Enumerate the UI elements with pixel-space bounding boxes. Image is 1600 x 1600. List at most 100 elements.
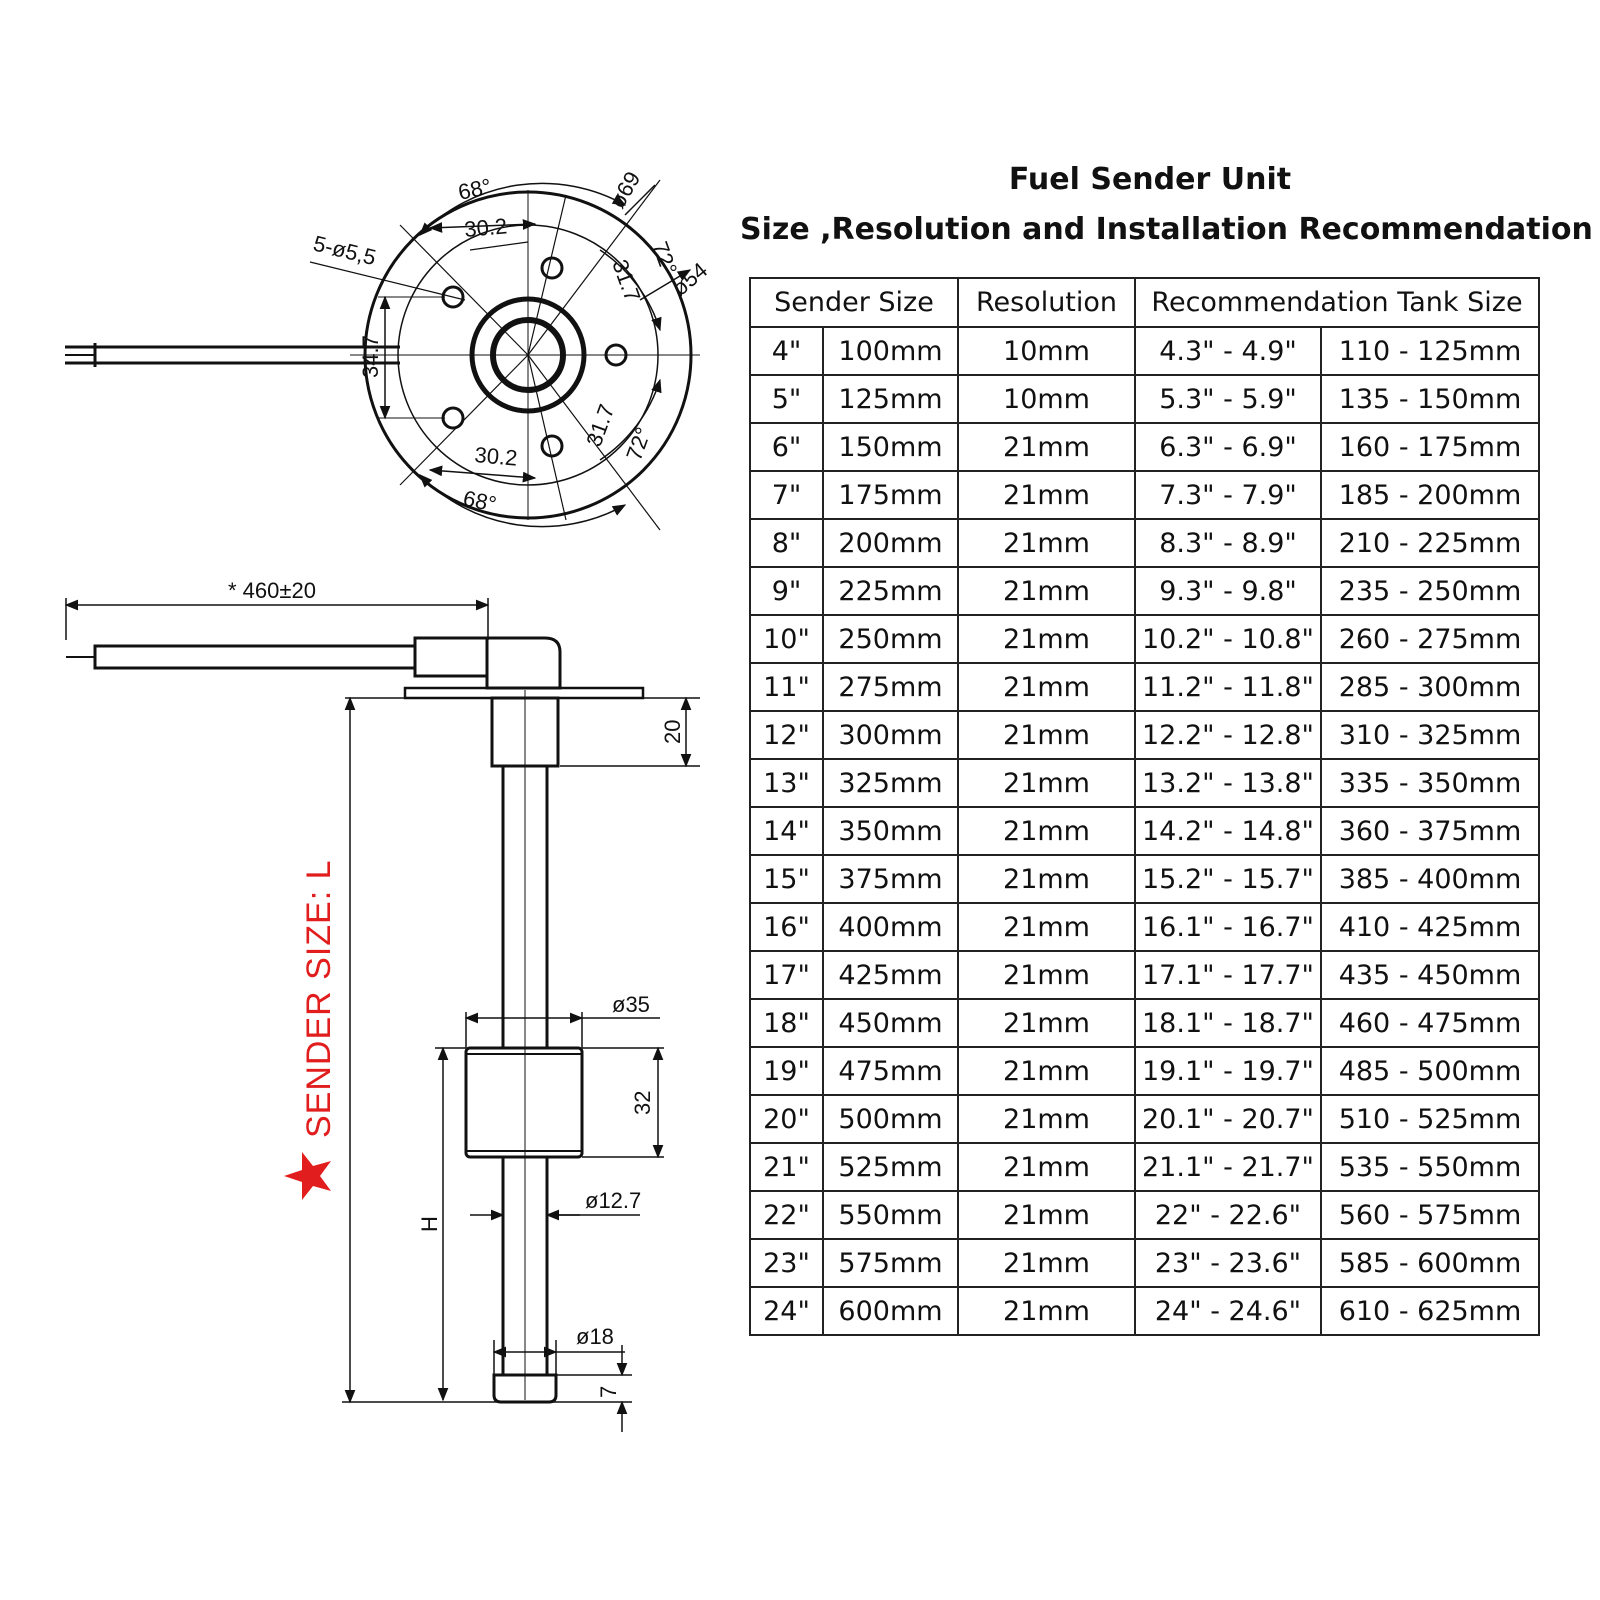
table-cell-inch: 5" (749, 374, 824, 424)
table-cell-tank-mm: 360 - 375mm (1320, 806, 1540, 856)
sender-side-view (64, 598, 700, 1432)
table-cell-tank-mm: 385 - 400mm (1320, 854, 1540, 904)
flange-dim-31-7-bottom: 31.7 (581, 401, 619, 450)
table-cell-tank-mm: 335 - 350mm (1320, 758, 1540, 808)
table-cell-tank-mm: 510 - 525mm (1320, 1094, 1540, 1144)
table-cell-inch: 13" (749, 758, 824, 808)
table-cell-inch: 22" (749, 1190, 824, 1240)
table-cell-resolution: 21mm (957, 710, 1136, 760)
table-cell-mm: 575mm (822, 1238, 959, 1288)
table-cell-tank-mm: 210 - 225mm (1320, 518, 1540, 568)
flange-dim-31-7-top: 31.7 (607, 256, 645, 305)
table-cell-mm: 400mm (822, 902, 959, 952)
table-cell-inch: 11" (749, 662, 824, 712)
table-cell-tank-in: 11.2" - 11.8" (1134, 662, 1322, 712)
table-cell-tank-in: 12.2" - 12.8" (1134, 710, 1322, 760)
table-cell-mm: 425mm (822, 950, 959, 1000)
flange-dia-outer: ø69 (605, 167, 646, 212)
table-cell-resolution: 21mm (957, 518, 1136, 568)
table-cell-resolution: 21mm (957, 998, 1136, 1048)
sender-spec-table: Sender Size Resolution Recommendation Ta… (749, 277, 1540, 1336)
flange-angle-bottom: 68° (461, 485, 499, 516)
table-cell-tank-in: 10.2" - 10.8" (1134, 614, 1322, 664)
header-tank-size: Recommendation Tank Size (1134, 277, 1540, 328)
flange-dim-34-7: 34.7 (358, 335, 383, 378)
table-cell-mm: 450mm (822, 998, 959, 1048)
table-cell-tank-mm: 535 - 550mm (1320, 1142, 1540, 1192)
table-cell-inch: 20" (749, 1094, 824, 1144)
page-title: Fuel Sender Unit (1008, 162, 1292, 197)
stop-height-label: 7 (596, 1386, 621, 1398)
table-cell-inch: 15" (749, 854, 824, 904)
table-cell-tank-mm: 560 - 575mm (1320, 1190, 1540, 1240)
sender-technical-drawing: 68° 68° ø69 ø54 5-ø5,5 30.2 30.2 31.7 31… (64, 167, 712, 1432)
table-cell-tank-mm: 160 - 175mm (1320, 422, 1540, 472)
table-cell-tank-in: 19.1" - 19.7" (1134, 1046, 1322, 1096)
table-cell-resolution: 21mm (957, 1286, 1136, 1336)
star-icon (284, 1152, 331, 1200)
float-height-label: 32 (630, 1091, 655, 1115)
table-cell-tank-mm: 110 - 125mm (1320, 326, 1540, 376)
cable-length-label: * 460±20 (228, 578, 316, 603)
table-cell-inch: 14" (749, 806, 824, 856)
head-height-label: 20 (660, 720, 685, 744)
table-cell-resolution: 21mm (957, 1142, 1136, 1192)
table-cell-mm: 200mm (822, 518, 959, 568)
table-cell-inch: 18" (749, 998, 824, 1048)
table-cell-mm: 250mm (822, 614, 959, 664)
flange-cable (65, 343, 400, 367)
sender-size-label: SENDER SIZE: L (300, 859, 338, 1138)
table-header-row: Sender Size Resolution Recommendation Ta… (749, 277, 1540, 328)
table-cell-mm: 525mm (822, 1142, 959, 1192)
table-cell-inch: 9" (749, 566, 824, 616)
side-dimension-labels: * 460±20 20 ø35 32 ø12.7 H ø18 7 (228, 578, 685, 1398)
table-cell-mm: 150mm (822, 422, 959, 472)
table-cell-resolution: 21mm (957, 806, 1136, 856)
flange-dimension-labels: 68° 68° ø69 ø54 5-ø5,5 30.2 30.2 31.7 31… (311, 167, 712, 517)
header-sender-size: Sender Size (749, 277, 959, 328)
table-cell-tank-in: 14.2" - 14.8" (1134, 806, 1322, 856)
table-cell-mm: 500mm (822, 1094, 959, 1144)
table-cell-inch: 8" (749, 518, 824, 568)
table-cell-inch: 7" (749, 470, 824, 520)
table-cell-tank-in: 17.1" - 17.7" (1134, 950, 1322, 1000)
table-cell-tank-in: 13.2" - 13.8" (1134, 758, 1322, 808)
table-cell-inch: 23" (749, 1238, 824, 1288)
table-cell-inch: 24" (749, 1286, 824, 1336)
table-cell-resolution: 10mm (957, 374, 1136, 424)
table-cell-mm: 100mm (822, 326, 959, 376)
table-cell-inch: 4" (749, 326, 824, 376)
table-cell-tank-in: 15.2" - 15.7" (1134, 854, 1322, 904)
table-cell-tank-in: 23" - 23.6" (1134, 1238, 1322, 1288)
table-cell-tank-mm: 135 - 150mm (1320, 374, 1540, 424)
table-cell-tank-in: 20.1" - 20.7" (1134, 1094, 1322, 1144)
float-pos-label: H (417, 1216, 442, 1232)
side-cable (66, 636, 562, 690)
table-cell-resolution: 21mm (957, 422, 1136, 472)
table-cell-inch: 10" (749, 614, 824, 664)
table-cell-mm: 325mm (822, 758, 959, 808)
table-cell-resolution: 21mm (957, 1190, 1136, 1240)
table-cell-tank-mm: 285 - 300mm (1320, 662, 1540, 712)
table-cell-resolution: 21mm (957, 470, 1136, 520)
table-cell-inch: 12" (749, 710, 824, 760)
stop-dia-label: ø18 (576, 1324, 614, 1349)
table-cell-mm: 550mm (822, 1190, 959, 1240)
table-cell-resolution: 21mm (957, 662, 1136, 712)
flange-top-view (65, 179, 700, 531)
table-cell-inch: 16" (749, 902, 824, 952)
tube-dia-label: ø12.7 (585, 1188, 641, 1213)
